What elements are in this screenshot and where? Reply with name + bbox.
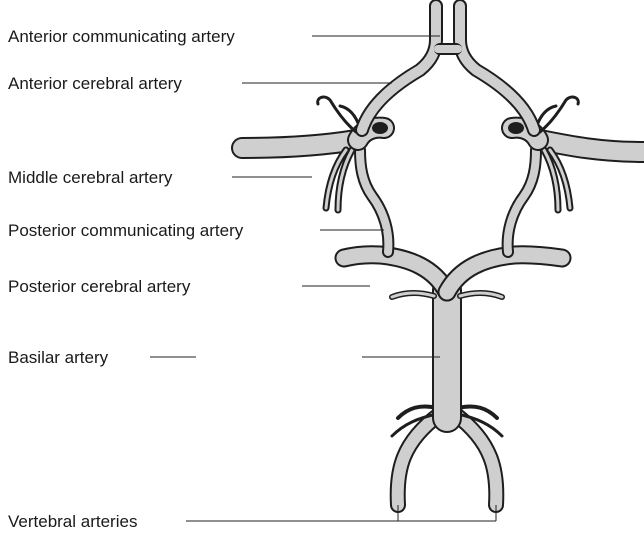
posterior-communicating-artery-left — [360, 150, 388, 252]
label-anterior-cerebral-artery: Anterior cerebral artery — [8, 74, 182, 93]
label-vertebral-arteries: Vertebral arteries — [8, 512, 137, 531]
label-middle-cerebral-artery: Middle cerebral artery — [8, 168, 173, 187]
vessel-network — [242, 6, 644, 505]
posterior-communicating-artery-right — [508, 150, 536, 252]
labels: Anterior communicating artery Anterior c… — [8, 27, 244, 531]
label-basilar-artery: Basilar artery — [8, 348, 109, 367]
label-posterior-communicating-artery: Posterior communicating artery — [8, 221, 244, 240]
carotid-cut-end-right — [508, 122, 524, 134]
posterior-cerebral-artery-right — [447, 255, 562, 292]
label-anterior-communicating-artery: Anterior communicating artery — [8, 27, 235, 46]
label-posterior-cerebral-artery: Posterior cerebral artery — [8, 277, 191, 296]
middle-cerebral-artery-right — [540, 140, 644, 152]
anterior-cerebral-artery-left — [362, 6, 436, 130]
anterior-cerebral-artery-right — [460, 6, 534, 130]
middle-cerebral-artery-left — [242, 140, 356, 148]
carotid-cut-end-left — [372, 122, 388, 134]
